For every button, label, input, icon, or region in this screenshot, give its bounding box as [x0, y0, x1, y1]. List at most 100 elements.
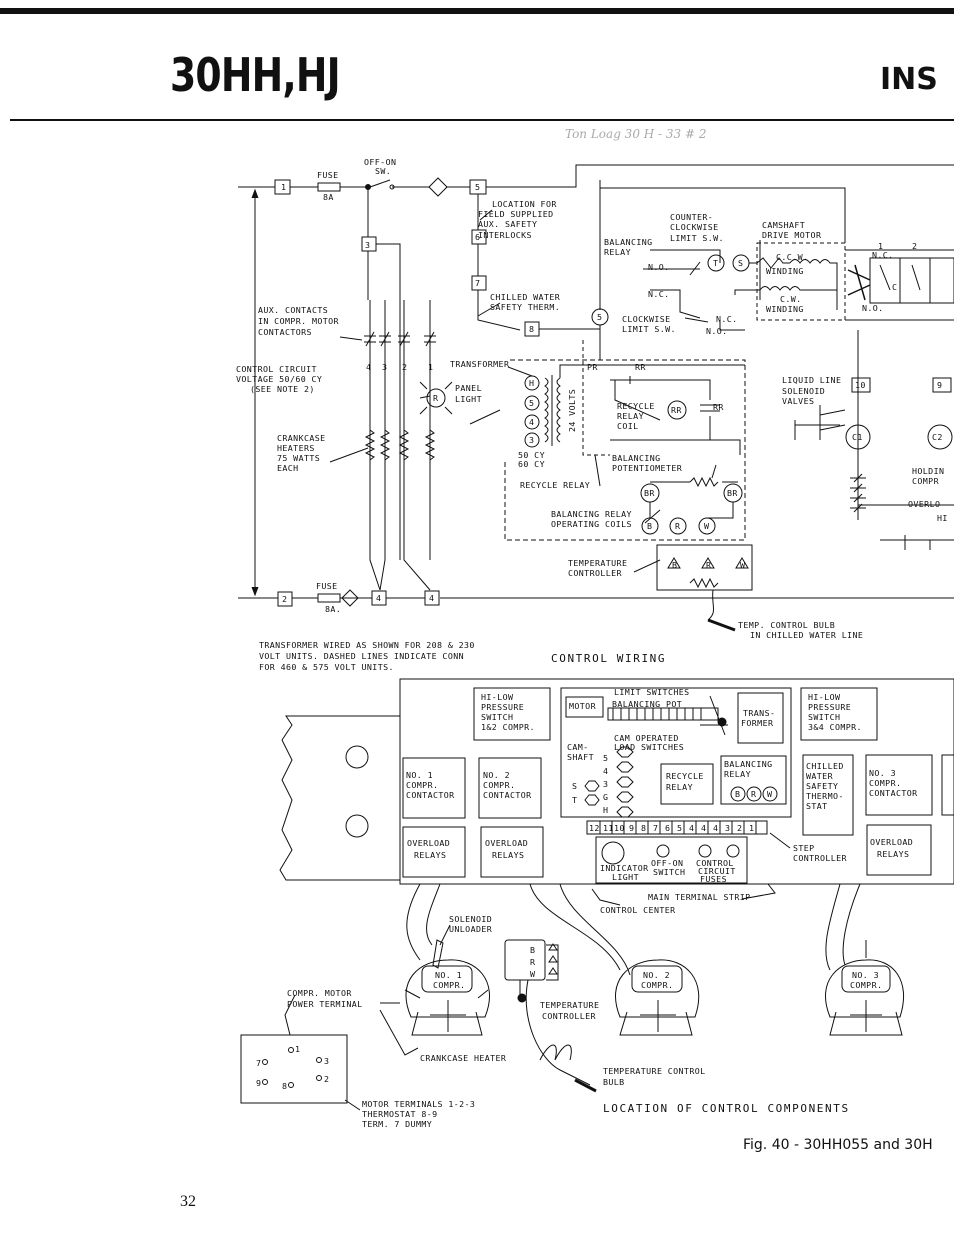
step-controller-frame: [560, 687, 792, 818]
tb-8: 8: [282, 1081, 287, 1091]
nc-label-1: N.C.: [648, 289, 670, 299]
camshaft-motor-box: [756, 242, 846, 321]
balancing-relay-2: RELAY: [604, 247, 631, 257]
no2-compr-1: NO. 2: [643, 970, 670, 980]
motor-terminals-1: MOTOR TERMINALS 1-2-3: [362, 1099, 475, 1109]
t2-label: 2: [282, 594, 287, 604]
temperature-controller-unit: [504, 939, 546, 981]
page-number: 32: [180, 1193, 196, 1210]
crankcase-heater-coils: [364, 429, 436, 461]
rr-coil-label: RR: [671, 405, 682, 415]
solenoid-1: SOLENOID: [449, 914, 492, 924]
hilow12-4: 1&2 COMPR.: [481, 722, 535, 732]
tc-unit-b: B: [530, 945, 535, 955]
liquid-line-1: LIQUID LINE: [782, 375, 841, 385]
ccw-limit-3: LIMIT S.W.: [670, 233, 724, 243]
chilled-water-2: SAFETY THERM.: [490, 302, 560, 312]
control-center-label: CONTROL CENTER: [600, 905, 676, 915]
control-wiring-diagram: [238, 164, 954, 632]
balancing-relay-c2: RELAY: [724, 769, 751, 779]
crankcase-heater-label: CRANKCASE HEATER: [420, 1053, 506, 1063]
no2-contactor-box: [478, 757, 542, 819]
volts24-label: 24 VOLTS: [567, 389, 577, 432]
hilow12-2: PRESSURE: [481, 702, 524, 712]
no1-compr-1: NO. 1: [435, 970, 462, 980]
temp-bulb-2: IN CHILLED WATER LINE: [750, 630, 863, 640]
aux-contacts: [364, 331, 436, 347]
trans-former-1: TRANS-: [743, 708, 775, 718]
terminal-7: [471, 275, 487, 291]
tc-w-label: W: [740, 560, 745, 570]
temp-controller-1: TEMPERATURE: [568, 558, 627, 568]
transformer-note-1: TRANSFORMER WIRED AS SHOWN FOR 208 & 230: [259, 640, 475, 650]
trans-former-2: FORMER: [741, 718, 773, 728]
hilow12-1: HI-LOW: [481, 692, 513, 702]
term-8: 8: [641, 823, 646, 833]
control-fuses-3: FUSES: [700, 874, 727, 884]
term-10: 10: [614, 823, 625, 833]
cabinet-knob-bottom: [345, 814, 369, 838]
t5-label: 5: [475, 182, 480, 192]
overload2-2: RELAYS: [492, 850, 524, 860]
brw-b: B: [735, 789, 740, 799]
cam-num-3: 3: [603, 779, 608, 789]
t6-label: 6: [475, 232, 480, 242]
brw-r: R: [751, 789, 756, 799]
crankcase-2: HEATERS: [277, 443, 315, 453]
term-9: 9: [629, 823, 634, 833]
br-label-1: BR: [644, 488, 655, 498]
no-label-2: N.O.: [706, 326, 728, 336]
transformer-note-3: FOR 460 & 575 VOLT UNITS.: [259, 662, 394, 672]
no-label-3: N.O.: [862, 303, 884, 313]
no3-contactor-box: [865, 754, 933, 816]
balancing-relay-1: BALANCING: [604, 237, 653, 247]
no3-contactor-1: NO. 3: [869, 768, 896, 778]
ccw-winding-1: C.C.W.: [776, 252, 808, 262]
t-h-label: H: [529, 378, 534, 388]
interlock-diamond: [428, 177, 448, 197]
temperature-controller-c1: TEMPERATURE: [540, 1000, 599, 1010]
terminal-2: [277, 591, 293, 607]
motor-terminal-box: [240, 1034, 348, 1104]
recycle-relay-c2: RELAY: [666, 782, 693, 792]
control-fuses-2: CIRCUIT: [698, 866, 736, 876]
c1-label: C1: [852, 432, 863, 442]
compressor-3: [824, 940, 905, 1036]
components-layout-diagram: [240, 678, 954, 1111]
t9-label: 9: [937, 380, 942, 390]
temperature-controller-c2: CONTROLLER: [542, 1011, 596, 1021]
terminal-5-circle: [591, 308, 609, 326]
terminal-c1: [845, 424, 871, 450]
cw-winding-1: C.W.: [780, 294, 802, 304]
no1-overload-box: [402, 826, 466, 878]
no2-contactor-2: COMPR.: [483, 780, 515, 790]
t-3-label: 3: [529, 435, 534, 445]
no3-compr-2: COMPR.: [850, 980, 882, 990]
nc-label-2: N.C.: [716, 314, 738, 324]
term-6: 6: [665, 823, 670, 833]
location-aux-4: INTERLOCKS: [478, 230, 532, 240]
chilled-water-c2: WATER: [806, 771, 833, 781]
overload-label: OVERLO: [908, 499, 940, 509]
tb-9: 9: [256, 1078, 261, 1088]
handwritten-note: Ton Loag 30 H - 33 # 2: [565, 127, 707, 141]
cam-num-5: 5: [603, 753, 608, 763]
no3-compr-1: NO. 3: [852, 970, 879, 980]
terminal-r: [669, 517, 687, 535]
hilow34-2: PRESSURE: [808, 702, 851, 712]
no1-contactor-box: [402, 757, 466, 819]
temp-bulb-c1: TEMPERATURE CONTROL: [603, 1066, 706, 1076]
temp-bulb-1: TEMP. CONTROL BULB: [738, 620, 835, 630]
liquid-line-2: SOLENOID: [782, 386, 825, 396]
n1-label: 1: [878, 241, 883, 251]
fuse-bottom-label: FUSE: [316, 581, 338, 591]
figure-caption: Fig. 40 - 30HH055 and 30H: [743, 1137, 933, 1153]
transformer-box: [737, 692, 784, 744]
t-component: T: [572, 795, 577, 805]
term-11: 11: [603, 823, 614, 833]
indicator-panel: [595, 836, 748, 884]
cam-motor-box: [565, 696, 604, 718]
cam-operated-2: LOAD SWITCHES: [614, 742, 684, 752]
t5c-label: 5: [597, 312, 602, 322]
compressor-2: [615, 959, 700, 1036]
